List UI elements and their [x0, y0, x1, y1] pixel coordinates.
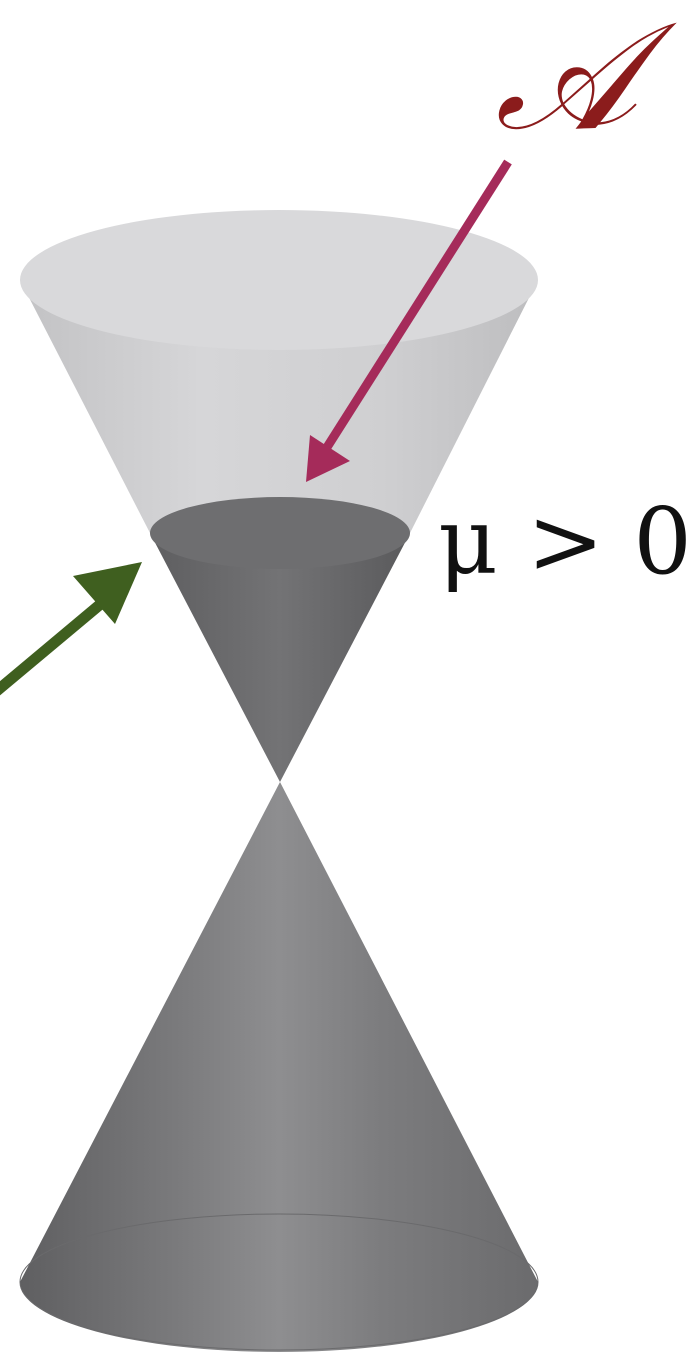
upper-cone-frustum [20, 280, 538, 533]
lower-cone [19, 782, 539, 1352]
fermi-disk [150, 497, 410, 569]
upper-cone-filled-region [150, 497, 410, 782]
condition-label: μ > 0 [438, 488, 692, 595]
arrow-green [0, 562, 142, 696]
arrow-A [306, 159, 512, 482]
set-symbol-label: 𝒜 [495, 0, 677, 164]
